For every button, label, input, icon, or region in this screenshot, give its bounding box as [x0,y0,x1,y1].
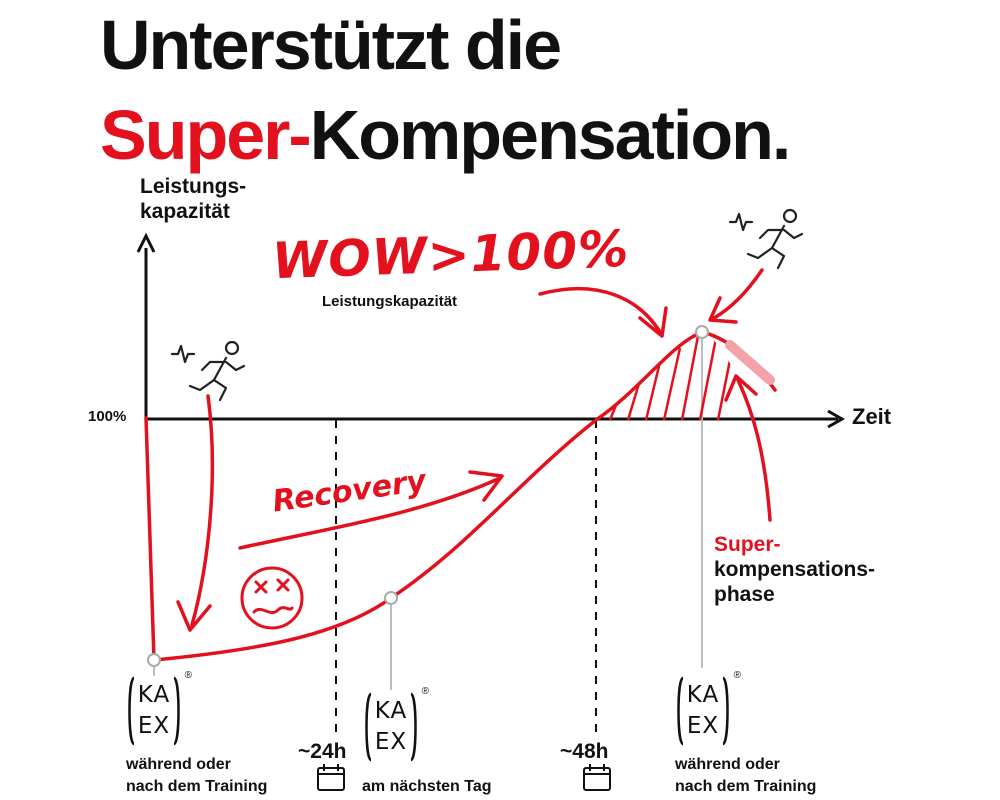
headline: Unterstützt die Super-Kompensation. [100,0,792,180]
logo-text-top: KA [137,682,171,708]
arrow-runner-to-peak [712,268,764,320]
headline-kompensation: Kompensation. [309,96,792,174]
logo-text-top: KA [686,682,720,708]
y-axis-label: Leistungs- kapazität [140,175,247,223]
caption-next-day: am nächsten Tag [362,778,492,795]
supercompensation-hatch [608,335,734,420]
registered-mark: ® [733,670,741,681]
wow-subtitle: Leistungskapazität [322,293,458,310]
calendar-icon [583,764,611,791]
dizzy-face-icon [240,566,304,630]
supercompensation-phase-label: Super- kompensations- phase [714,532,875,607]
kaex-logo: KA EX ® [675,670,741,746]
y-axis-arrowhead [136,232,156,253]
logo-text-bottom: EX [686,713,720,739]
registered-mark: ® [184,670,192,681]
point-next-day [384,591,398,605]
headline-line-1: Unterstützt die [100,6,562,84]
point-peak [695,325,709,339]
marker-24h-label: ~24h [298,740,347,763]
arrow-down-left [190,394,215,627]
arrow-to-peak [538,286,662,334]
kaex-logo: KA EX ® [363,686,429,762]
headline-super: Super- [100,96,312,174]
logo-text-bottom: EX [137,713,171,739]
arrow-up-phase [736,378,772,522]
x-axis-arrowhead [827,409,846,429]
performance-curve [144,330,777,662]
caption-training: während oder nach dem Training [126,756,268,795]
calendar-icon [317,764,345,791]
x-axis-label: Zeit [852,404,892,429]
phase-label-super: Super- [714,533,781,556]
phase-label-rest: kompensations- phase [714,558,876,606]
runner-icon [728,208,804,270]
marker-48h-label: ~48h [560,740,609,763]
baseline-label: 100% [88,408,127,425]
kaex-logo: KA EX ® [126,670,192,746]
caption-training-2: während oder nach dem Training [675,756,817,795]
registered-mark: ® [421,686,429,697]
runner-icon [170,340,246,402]
logo-text-bottom: EX [374,729,408,755]
point-training [147,653,161,667]
curve-fade-tail [725,340,775,385]
logo-text-top: KA [374,698,408,724]
arrow-recovery [238,476,502,550]
